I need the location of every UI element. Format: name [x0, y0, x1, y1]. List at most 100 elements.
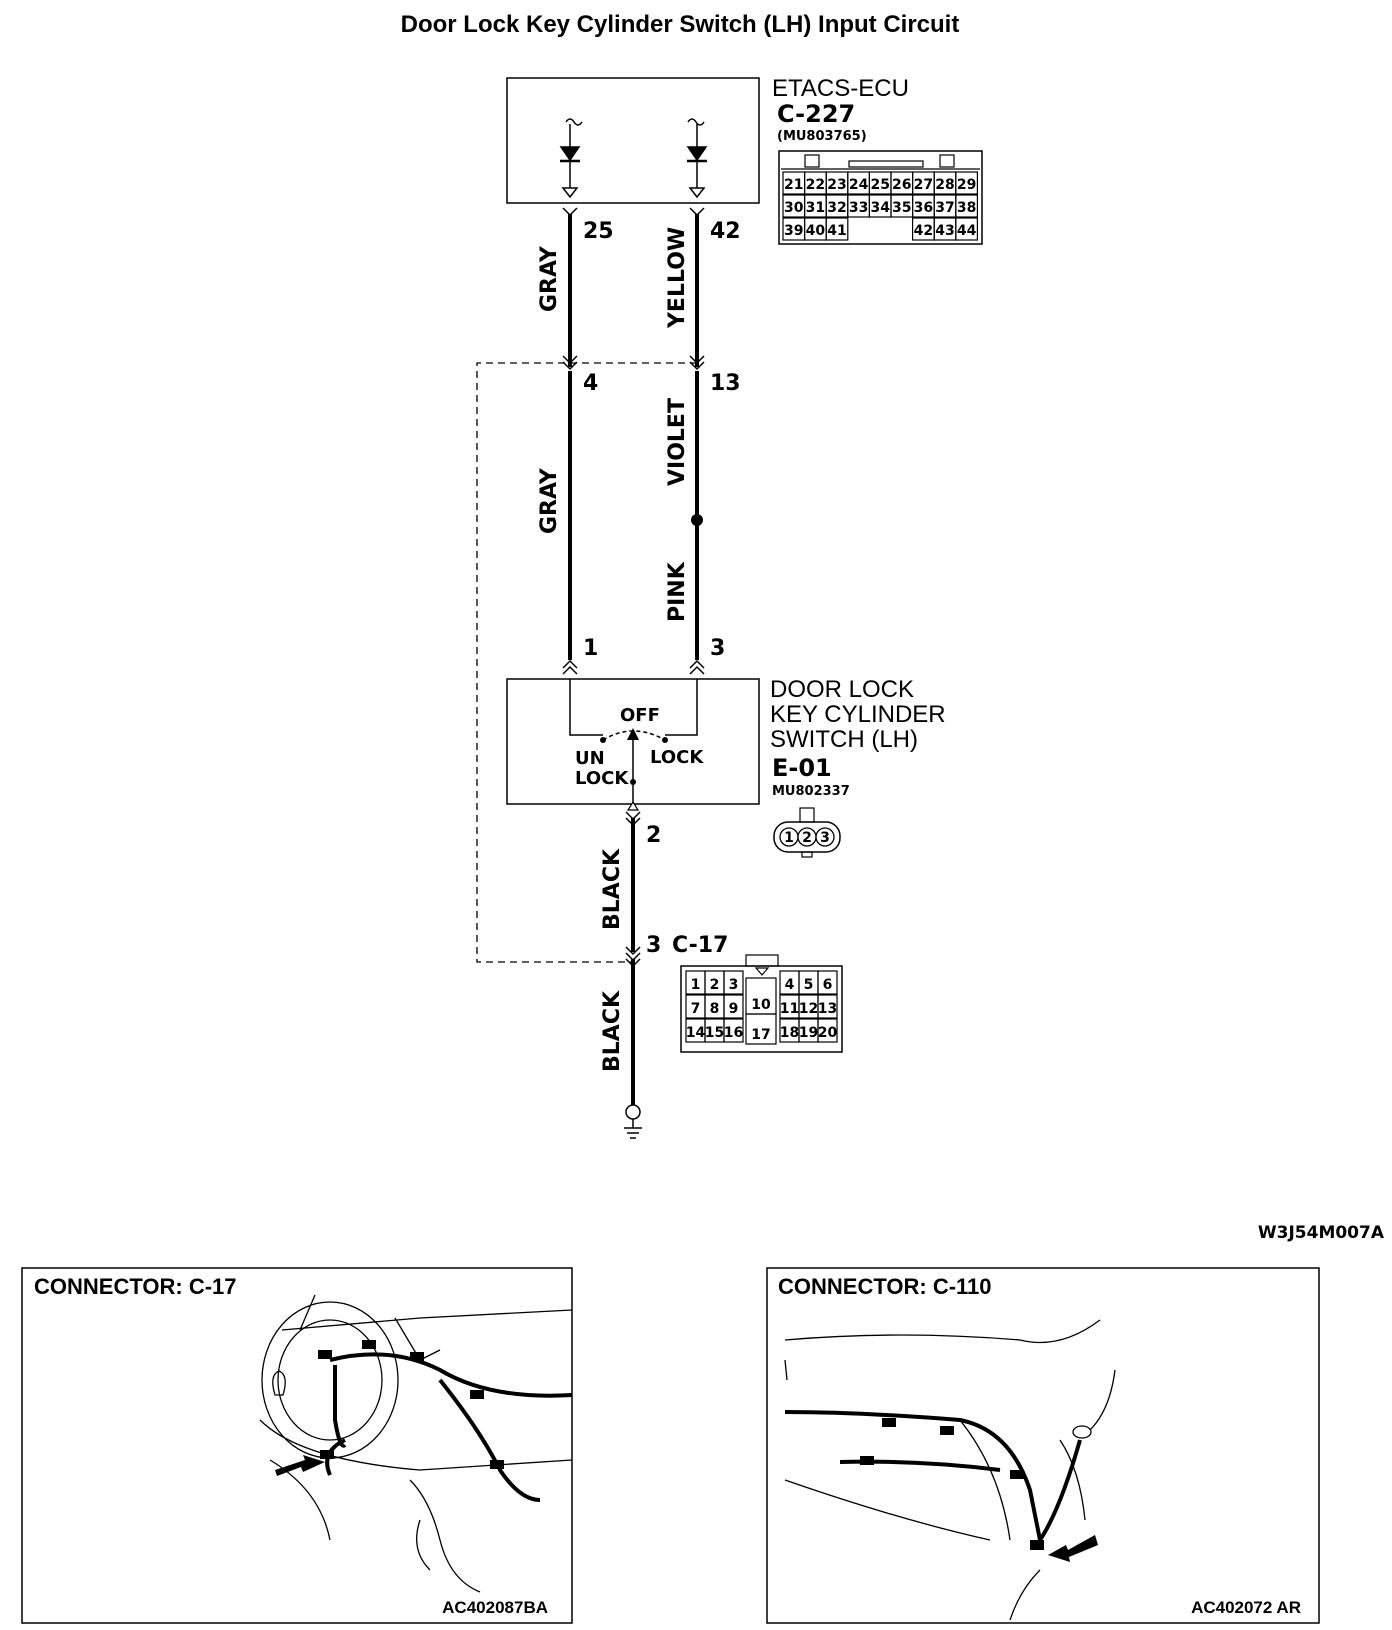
ecu-connector-id: C-227: [777, 100, 855, 128]
c17-pin-4-label: 4: [785, 977, 795, 993]
c17-pin-20-label: 20: [818, 1025, 838, 1041]
pin-ecu-42: 42: [710, 219, 741, 244]
ecu-pin-33-label: 33: [849, 200, 868, 216]
c17-pin-9-label: 9: [729, 1001, 739, 1017]
panel-c110: [766, 1267, 1320, 1624]
wire-color-black-upper: BLACK: [600, 848, 625, 930]
c17-pin-17: [745, 1013, 777, 1045]
ecu-pin-36-label: 36: [914, 200, 933, 216]
c17-pin-5-label: 5: [804, 977, 814, 993]
ecu-pin-42-label: 42: [914, 223, 933, 239]
wire-color-gray-upper: GRAY: [537, 245, 562, 312]
ecu-pin-41-label: 41: [827, 223, 846, 239]
ecu-pin-38-label: 38: [957, 200, 976, 216]
ecu-pin-27-label: 27: [914, 177, 933, 193]
panel-c17-label: CONNECTOR: C-17: [34, 1274, 237, 1299]
diagram-title: Door Lock Key Cylinder Switch (LH) Input…: [401, 11, 960, 38]
c17-pin-14-label: 14: [686, 1025, 706, 1041]
switch-name-line2: KEY CYLINDER: [770, 701, 946, 728]
dashboard-illustration-c110: [784, 1319, 1116, 1621]
switch-name-line3: SWITCH (LH): [770, 726, 918, 753]
c17-pin-9: [723, 994, 744, 1019]
switch-pos-off: OFF: [620, 705, 660, 726]
switch-pos-unlock-1: UN: [575, 748, 605, 769]
ecu-name: ETACS-ECU: [772, 75, 909, 102]
ecu-pin-37-label: 37: [935, 200, 954, 216]
switch-connector-id: E-01: [772, 754, 832, 782]
wire-color-gray-lower: GRAY: [537, 467, 562, 534]
pin-c17-3: 3: [646, 933, 661, 958]
figure-code: W3J54M007A: [1258, 1223, 1385, 1243]
ecu-pin-25-label: 25: [870, 177, 889, 193]
c17-pin-18-label: 18: [780, 1025, 799, 1041]
ecu-pin-29: [955, 171, 978, 195]
panel-c110-code: AC402072 AR: [1191, 1598, 1301, 1617]
c17-pin-10-label: 10: [751, 997, 771, 1013]
c17-pin-13-label: 13: [818, 1001, 837, 1017]
ecu-pin-31-label: 31: [806, 200, 825, 216]
ecu-pin-44: [955, 217, 978, 241]
panel-c110-label: CONNECTOR: C-110: [778, 1274, 992, 1299]
ecu-pin-30-label: 30: [784, 200, 804, 216]
splice-point: [691, 514, 703, 526]
svg-text:3: 3: [820, 830, 830, 846]
ecu-pin-22-label: 22: [806, 177, 825, 193]
c17-pin-19-label: 19: [799, 1025, 818, 1041]
ecu-pin-40-label: 40: [806, 223, 826, 239]
ecu-pin-43-label: 43: [935, 223, 954, 239]
harness-connectors-c110: [860, 1418, 1044, 1550]
dashboard-illustration-c17: [259, 1294, 573, 1593]
wire-color-yellow: YELLOW: [665, 227, 690, 329]
pin-j-13: 13: [710, 371, 741, 396]
c17-pin-8-label: 8: [710, 1001, 720, 1017]
svg-text:2: 2: [802, 830, 812, 846]
ecu-module: [506, 77, 760, 204]
c17-pin-16-label: 16: [724, 1025, 743, 1041]
ecu-pin-39-label: 39: [784, 223, 803, 239]
harness-c17: [325, 1352, 573, 1502]
switch-part-number: MU802337: [772, 784, 850, 799]
location-arrow-c110: [1048, 1535, 1098, 1562]
c17-pin-3-label: 3: [729, 977, 739, 993]
harness-connectors-c17: [318, 1340, 504, 1469]
panel-c17-code: AC402087BA: [442, 1598, 548, 1617]
wire-color-pink: PINK: [665, 561, 690, 622]
c17-pin-7-label: 7: [691, 1001, 701, 1017]
c17-pin-6-label: 6: [823, 977, 833, 993]
c17-pin-15-label: 15: [705, 1025, 724, 1041]
ecu-pin-28-label: 28: [935, 177, 954, 193]
wire-color-violet: VIOLET: [665, 398, 690, 486]
panel-c17: [21, 1267, 573, 1624]
wire-harness: [568, 214, 699, 1105]
ecu-pin-23-label: 23: [827, 177, 846, 193]
shield-dashed-line: [476, 362, 697, 963]
ecu-input-diode-left: [559, 118, 583, 199]
ecu-pin-21-label: 21: [784, 177, 803, 193]
c17-pin-12-label: 12: [799, 1001, 818, 1017]
ecu-pin-44-label: 44: [957, 223, 977, 239]
c17-pin-20: [817, 1018, 838, 1043]
pin-ecu-25: 25: [583, 219, 614, 244]
ecu-pin-24-label: 24: [849, 177, 869, 193]
ecu-part-number: (MU803765): [777, 129, 867, 144]
c17-pin-1-label: 1: [691, 977, 701, 993]
c17-pin-3: [723, 970, 744, 995]
switch-connector-face: 1 2 3: [773, 807, 841, 858]
harness-c110: [784, 1410, 1082, 1542]
ecu-input-diode-right: [686, 118, 708, 199]
ecu-pin-32-label: 32: [827, 200, 846, 216]
ecu-pin-41: [825, 217, 849, 241]
pin-j-4: 4: [583, 371, 598, 396]
ecu-pin-35-label: 35: [892, 200, 911, 216]
door-lock-switch: [506, 678, 760, 811]
pin-sw-3: 3: [710, 636, 725, 661]
ecu-pin-38: [955, 194, 978, 218]
c17-pin-2-label: 2: [710, 977, 720, 993]
ground-symbol: [624, 1104, 642, 1139]
switch-name-line1: DOOR LOCK: [770, 676, 914, 703]
ecu-pin-26-label: 26: [892, 177, 911, 193]
